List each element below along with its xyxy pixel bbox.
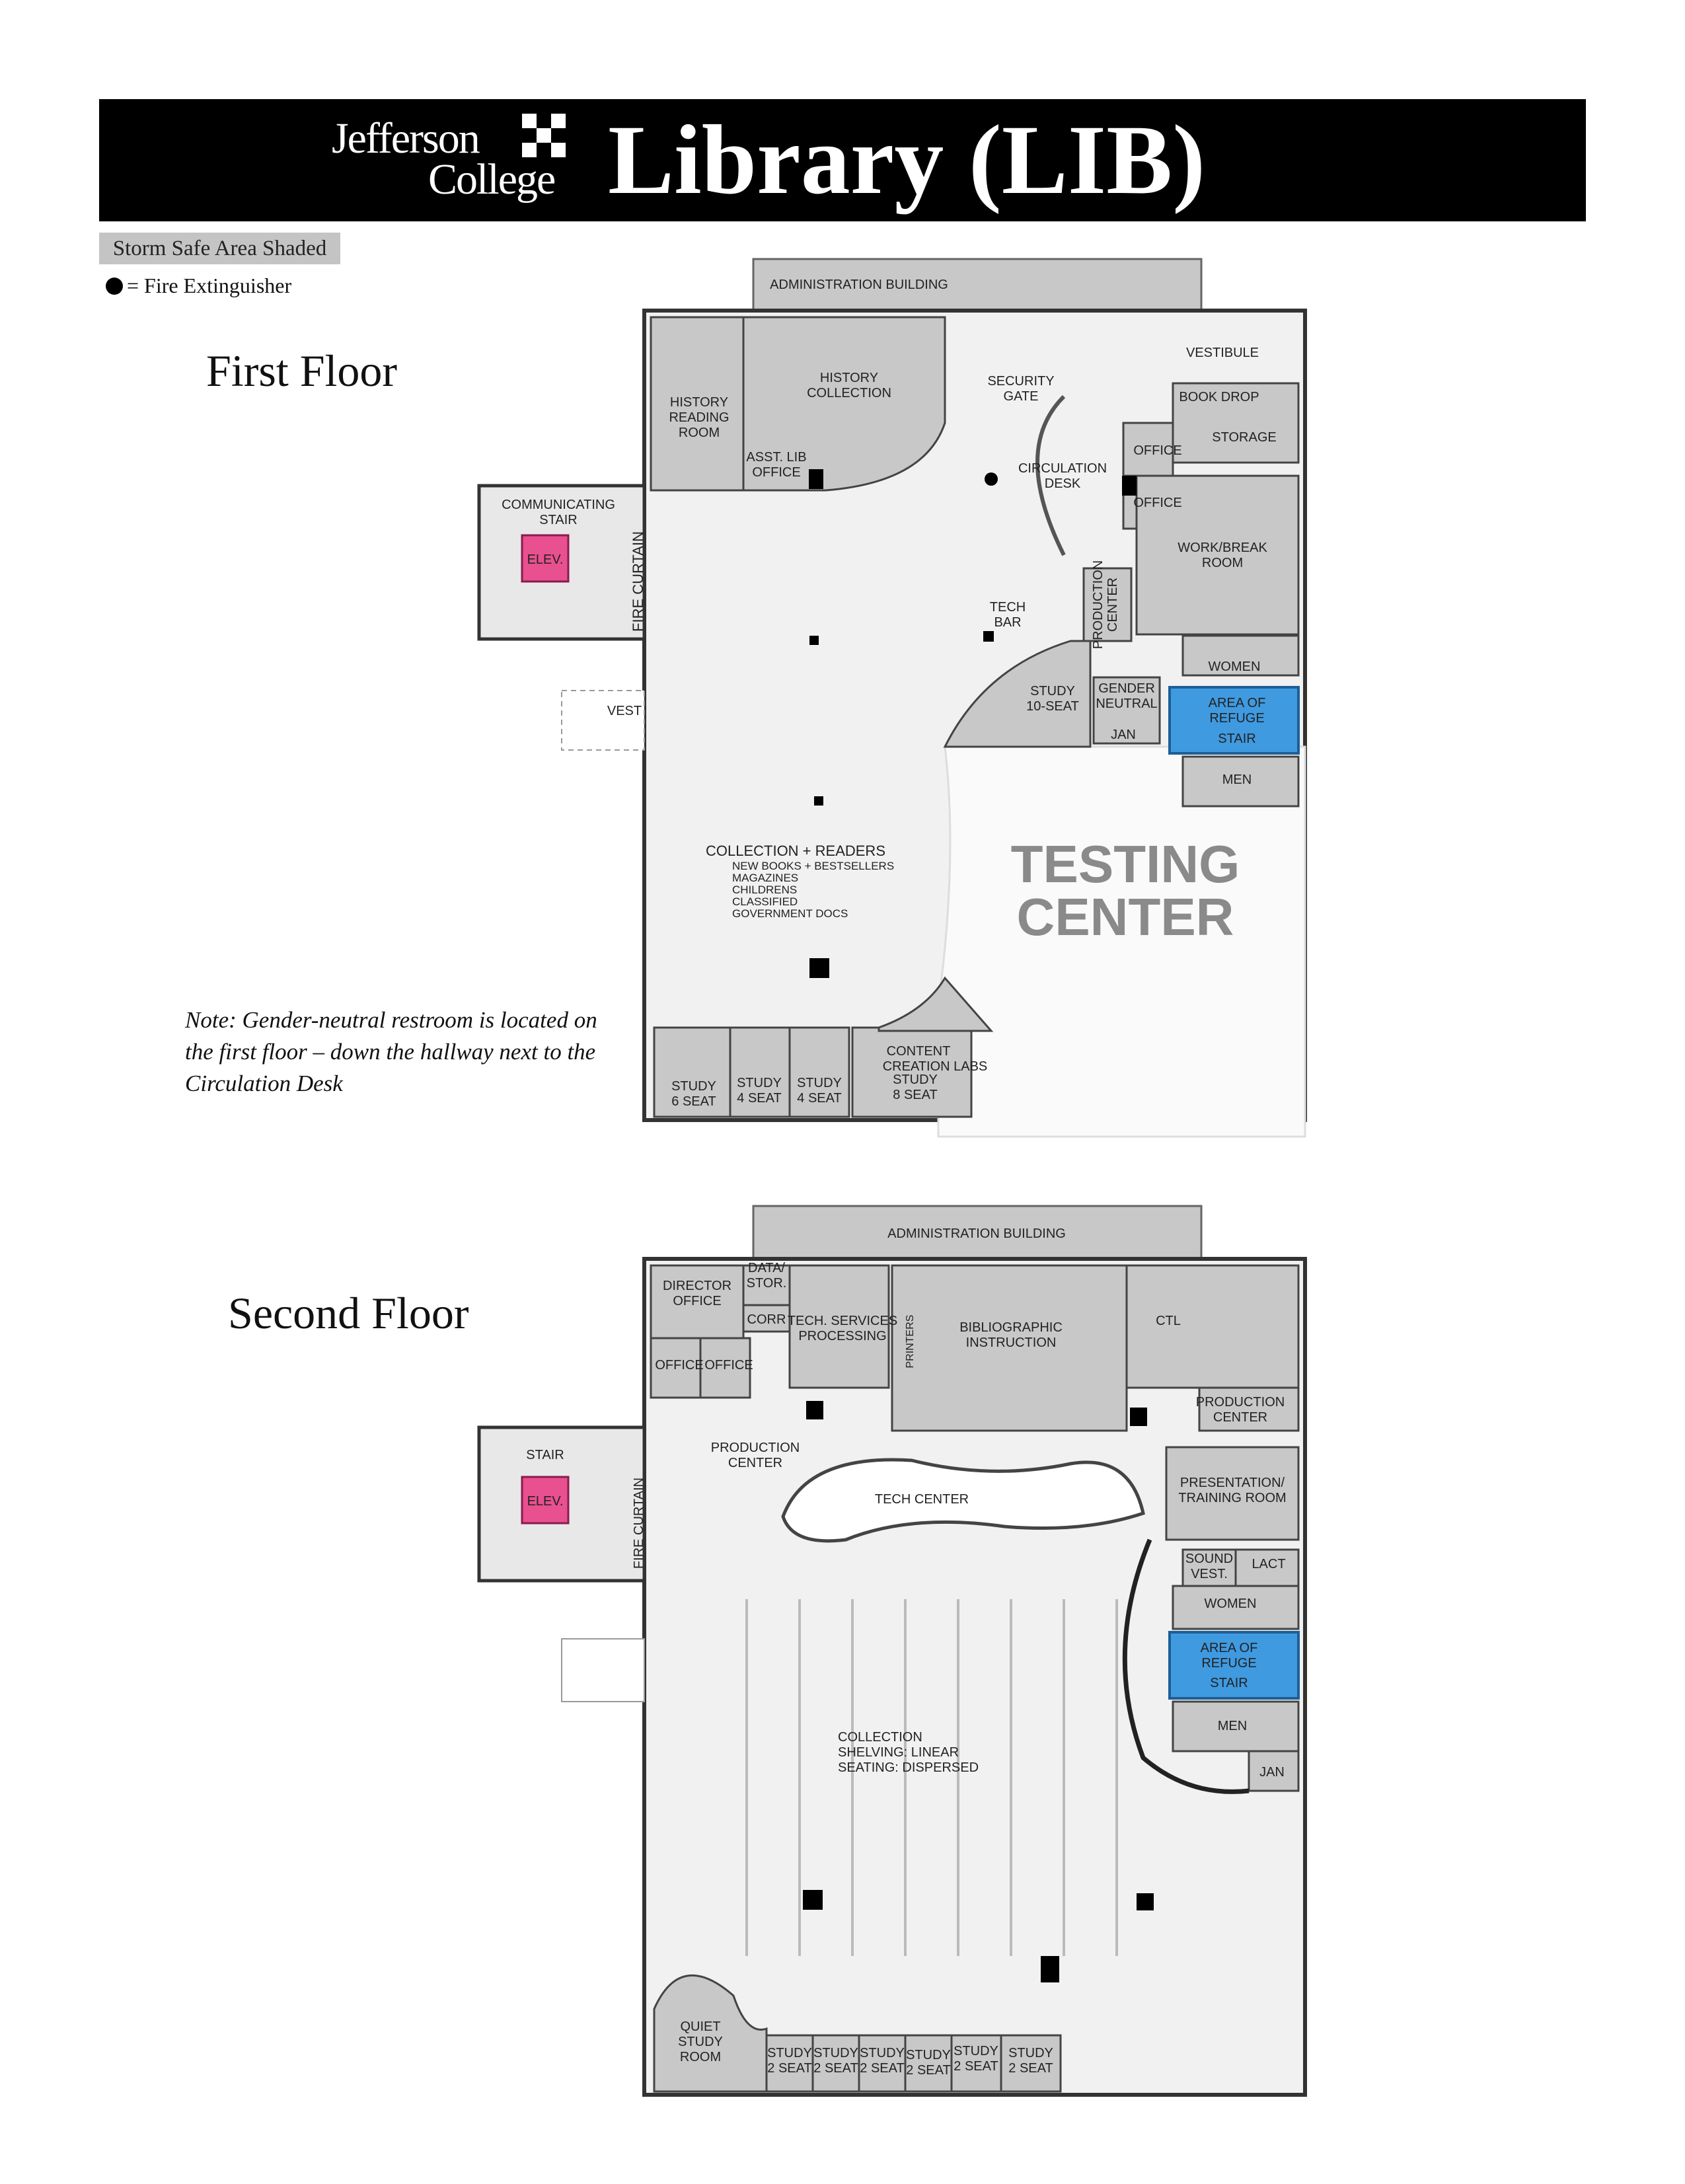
logo-line2: College (428, 155, 556, 204)
history-reading-room (650, 316, 745, 492)
study-4-seat-room-a (729, 1026, 791, 1118)
fire-extinguishers-first (809, 469, 1137, 978)
gender-neutral-room (1092, 676, 1161, 745)
first-floor-title: First Floor (206, 346, 398, 396)
second-floor-plan (477, 1205, 1307, 2097)
study-8-seat-room (851, 1026, 973, 1118)
elevator-second (521, 1476, 570, 1525)
logo-line1: Jefferson (332, 114, 480, 163)
office-a-room (1122, 422, 1174, 477)
history-collection (742, 316, 946, 492)
office-b-room-2 (699, 1337, 751, 1399)
header-banner: Jefferson College Library (LIB) (99, 99, 1586, 221)
fire-extinguisher-label: = Fire Extinguisher (127, 274, 292, 297)
area-of-refuge-stair-2 (1168, 1631, 1300, 1700)
storm-safe-legend: Storm Safe Area Shaded (99, 233, 340, 264)
quiet-study-room (653, 1974, 768, 2093)
study-6-seat-room (653, 1026, 731, 1118)
area-of-refuge-stair (1168, 686, 1300, 755)
tech-services-room (788, 1264, 890, 1389)
jan-room-2 (1248, 1750, 1300, 1792)
data-stor-room (742, 1264, 791, 1306)
sound-vest-room (1181, 1548, 1237, 1587)
logo-checker-icon (522, 114, 566, 157)
west-box-2 (561, 1638, 645, 1702)
elevator-first (521, 534, 570, 583)
page-title: Library (LIB) (608, 105, 1206, 215)
bibliographic-instruction-room (891, 1264, 1128, 1432)
women-room-2 (1172, 1585, 1300, 1630)
gender-neutral-note: Note: Gender-neutral restroom is located… (185, 1007, 597, 1096)
presentation-room (1165, 1446, 1300, 1541)
women-room (1181, 634, 1300, 677)
study-4-seat-room-b (788, 1026, 850, 1118)
circulation-desk-arc (1035, 395, 1066, 556)
vest-box (561, 690, 645, 751)
content-creation-labs (878, 976, 994, 1032)
admin-building (752, 258, 1203, 315)
second-floor-title: Second Floor (228, 1288, 469, 1338)
lact-room (1234, 1548, 1300, 1587)
fire-extinguisher-icon (106, 278, 123, 295)
work-break-room (1135, 474, 1300, 636)
production-center-room-2 (1198, 1386, 1300, 1432)
first-floor-plan (477, 258, 1307, 1138)
production-center-room (1082, 567, 1133, 642)
office-a-room-2 (650, 1337, 702, 1399)
men-room (1181, 755, 1300, 808)
corr-room (742, 1304, 791, 1333)
director-office-room (650, 1264, 745, 1339)
tech-center-area (781, 1458, 1145, 1543)
men-room-2 (1172, 1700, 1300, 1752)
collection-shelving (745, 1599, 1118, 1956)
fire-extinguisher-legend: = Fire Extinguisher (106, 272, 291, 299)
fire-extinguishers-second (803, 1401, 1154, 1982)
study-2-seat-rooms (765, 2034, 1062, 2093)
refuge-curved-wall (1122, 1538, 1250, 1794)
study-10-seat-room (943, 640, 1092, 748)
admin-building-2 (752, 1205, 1203, 1260)
book-drop-storage (1172, 382, 1300, 464)
ctl-room (1125, 1264, 1300, 1389)
